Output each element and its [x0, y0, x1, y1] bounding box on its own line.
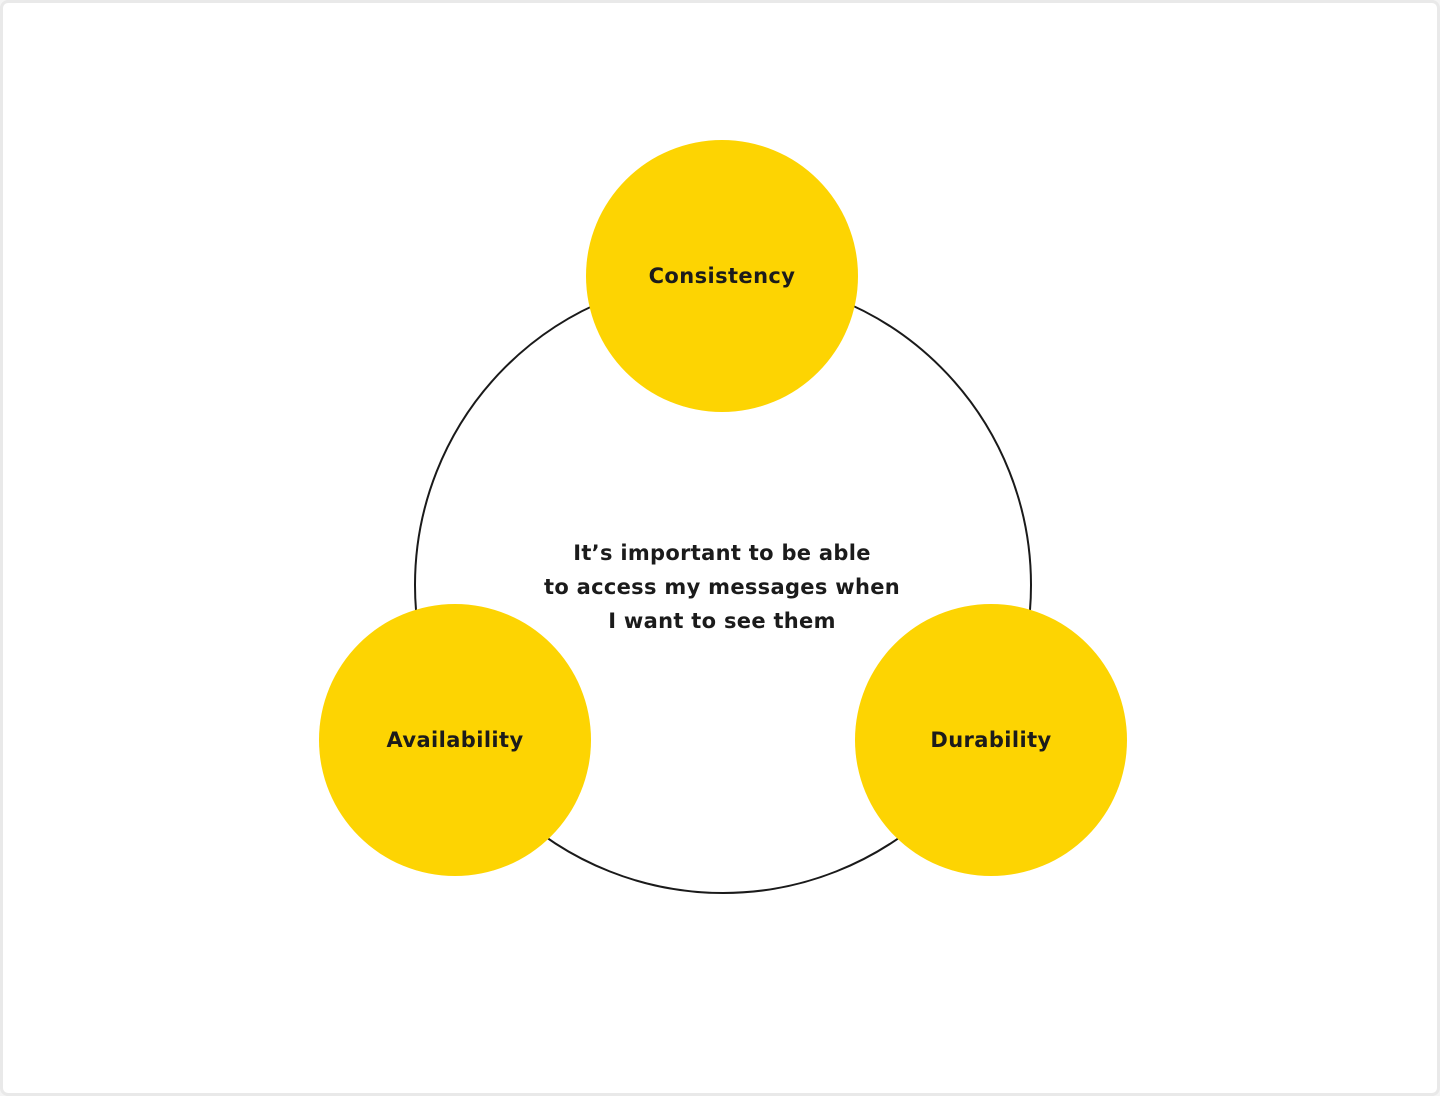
center-quote-line-2: to access my messages when — [543, 575, 900, 599]
node-durability-label: Durability — [930, 728, 1052, 752]
node-durability: Durability — [855, 604, 1127, 876]
center-quote-line-3: I want to see them — [608, 609, 836, 633]
node-consistency-label: Consistency — [648, 264, 796, 288]
node-availability-label: Availability — [386, 728, 524, 752]
center-quote: It’s important to be able to access my m… — [482, 536, 962, 638]
node-consistency: Consistency — [586, 140, 858, 412]
center-quote-line-1: It’s important to be able — [573, 541, 871, 565]
node-availability: Availability — [319, 604, 591, 876]
